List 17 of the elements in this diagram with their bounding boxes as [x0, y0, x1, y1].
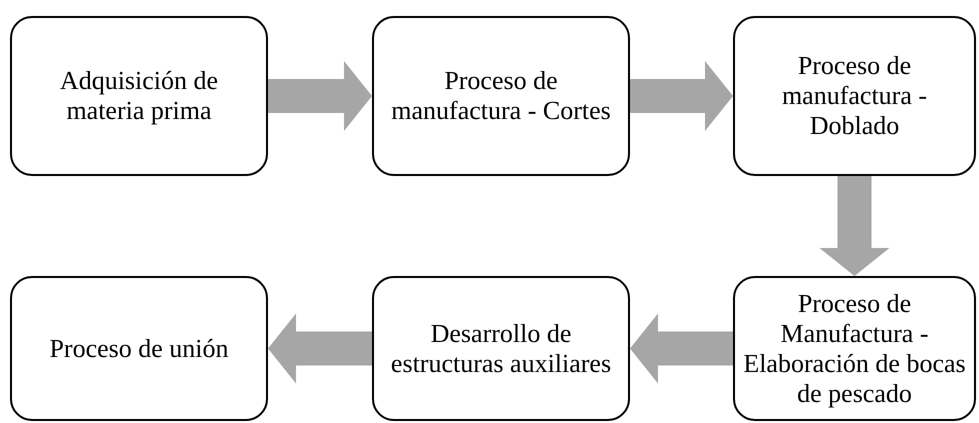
- process-box: [733, 276, 976, 421]
- process-box: [10, 276, 268, 421]
- process-box: [733, 16, 976, 176]
- block-arrow: [630, 61, 733, 131]
- box-label: Adquisición de materia prima: [58, 66, 220, 126]
- block-arrow: [268, 314, 372, 384]
- block-arrow: [820, 176, 890, 276]
- box-label: Proceso de Manufactura - Elaboración de bocas de pescado: [743, 288, 966, 408]
- box-label: Desarrollo de estructuras auxiliares: [390, 318, 612, 378]
- block-arrow: [630, 314, 733, 384]
- block-arrow: [268, 61, 372, 131]
- box-label: Proceso de manufactura - Doblado: [780, 51, 928, 141]
- process-box: [10, 16, 268, 176]
- process-box: [372, 276, 630, 421]
- box-label: Proceso de unión: [49, 334, 229, 364]
- box-label: Proceso de manufactura - Cortes: [390, 66, 612, 126]
- process-box: [372, 16, 630, 176]
